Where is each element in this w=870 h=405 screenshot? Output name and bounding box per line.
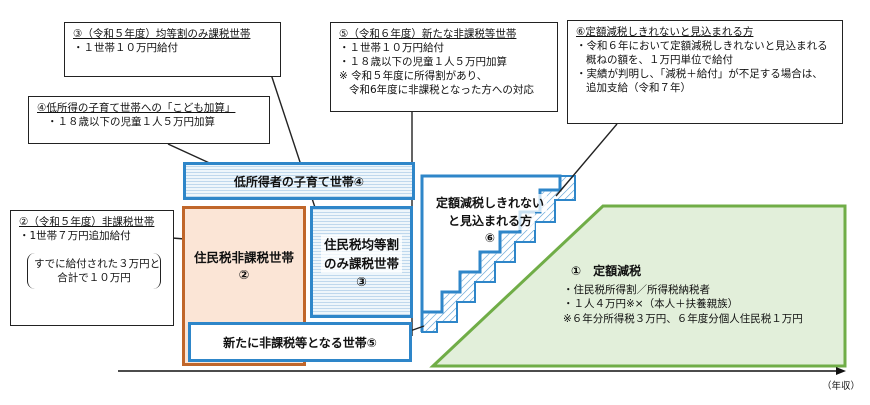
callout-line: ・１８歳以下の児童１人５万円加算 [339, 56, 507, 68]
stair-label-2: と見込まれる方 [444, 212, 535, 230]
callout-line: ・１世帯１０万円給付 [339, 42, 444, 54]
axis-label: （年収） [822, 381, 861, 392]
box-kintowari-number: ③ [356, 273, 367, 289]
callout-line: ・令和６年において定額減税しきれないと見込まれる [576, 40, 828, 52]
callout-line: ・１８歳以下の児童１人５万円加算 [47, 116, 215, 128]
connector-c6 [555, 123, 618, 197]
green-line: ※６年分所得税３万円、６年度分個人住民税１万円 [563, 312, 803, 325]
box-hikazei-number: ② [238, 267, 250, 282]
callout-title: ⑤（令和６年度）新たな非課税等世帯 [339, 28, 517, 40]
stair-edge-hatch [421, 175, 576, 333]
callout-title: ③（令和５年度）均等割のみ課税世帯 [73, 28, 251, 40]
callout-title: ④低所得の子育て世帯への「こども加算」 [37, 102, 236, 114]
box-kosodate: 低所得者の子育て世帯④ [183, 162, 415, 200]
green-line: ・１人４万円※×（本人＋扶養親族） [563, 298, 739, 310]
callout-line: 追加支給（令和７年） [586, 82, 691, 94]
green-line: ・住民税所得割／所得税納税者 [563, 283, 710, 296]
bracket-note: すでに給付された３万円と 合計で１０万円 [27, 253, 161, 289]
callout-title: ②（令和５年度）非課税世帯 [19, 216, 155, 228]
callout-line: ※ 令和５年度に所得割があり、 [339, 70, 488, 82]
stair-label: 定額減税しきれない と見込まれる方 ⑥ [430, 192, 550, 248]
box-shintani: 新たに非課税等となる世帯⑤ [188, 322, 412, 362]
box-kintowari-label-2: のみ課税世帯 [320, 253, 402, 273]
green-region-text: ① 定額減税 ・住民税所得割／所得税納税者 ・１人４万円※×（本人＋扶養親族） … [563, 264, 843, 326]
callout-line: ・実績が判明し、「減税＋給付」が不足する場合は、 [576, 68, 823, 80]
bracket-line: 合計で１０万円 [57, 272, 131, 284]
callout-line: 令和6年度に非課税となった方への対応 [349, 84, 534, 96]
callout-line: ・１世帯１０万円給付 [73, 42, 178, 54]
callout-teigaku-shortfall: ⑥定額減税しきれないと見込まれる方 ・令和６年において定額減税しきれないと見込ま… [567, 20, 843, 124]
stair-label-1: 定額減税しきれない [432, 194, 547, 212]
callout-hikazei-r5: ②（令和５年度）非課税世帯 ・1世帯７万円追加給付 すでに給付された３万円と 合… [10, 210, 174, 326]
box-kosodate-label: 低所得者の子育て世帯④ [233, 174, 365, 189]
box-shintani-label: 新たに非課税等となる世帯⑤ [223, 335, 377, 350]
callout-title: ⑥定額減税しきれないと見込まれる方 [576, 26, 754, 38]
income-axis-arrowhead [836, 367, 846, 375]
callout-line: ・1世帯７万円追加給付 [19, 230, 131, 242]
bracket-line: すでに給付された３万円と [34, 258, 161, 270]
callout-line: 概ねの額を、１万円単位で給付 [586, 54, 733, 66]
box-kintowari-label-1: 住民税均等割 [320, 234, 402, 254]
box-kintowari: 住民税均等割 のみ課税世帯 ③ [310, 206, 413, 318]
stair-label-number: ⑥ [484, 231, 496, 245]
green-region-shape [429, 204, 847, 368]
callout-kodomo-kasan: ④低所得の子育て世帯への「こども加算」 ・１８歳以下の児童１人５万円加算 [28, 96, 270, 144]
callout-kintowari-r5: ③（令和５年度）均等割のみ課税世帯 ・１世帯１０万円給付 [64, 22, 281, 77]
callout-new-hikazei-r6: ⑤（令和６年度）新たな非課税等世帯 ・１世帯１０万円給付 ・１８歳以下の児童１人… [330, 22, 558, 112]
box-hikazei-label: 住民税非課税世帯 [193, 250, 294, 265]
green-title: ① 定額減税 [571, 264, 642, 278]
